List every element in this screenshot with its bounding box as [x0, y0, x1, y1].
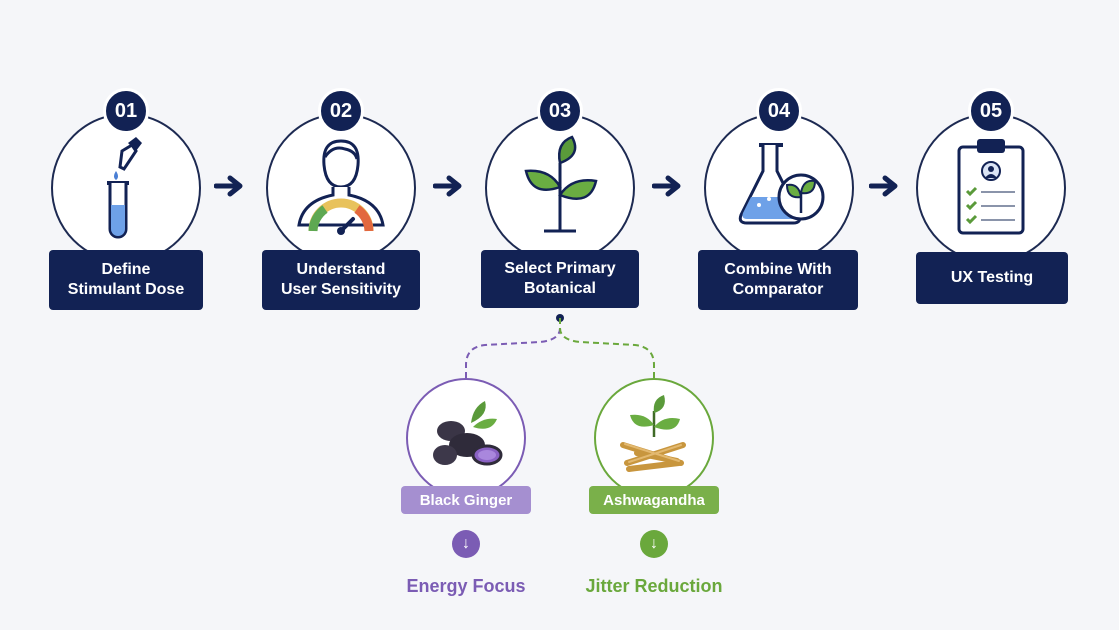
step-number: 01 [103, 88, 149, 134]
step-number: 04 [756, 88, 802, 134]
step-label: UX Testing [916, 252, 1068, 304]
arrow-right-icon [869, 175, 898, 197]
flask-leaf-icon [738, 143, 825, 225]
step-label: Understand User Sensitivity [262, 250, 420, 310]
branch-outcome: Energy Focus [406, 576, 526, 596]
step-4: 04 Combine With Comparator [694, 80, 864, 320]
arrow-right-icon [433, 175, 462, 197]
ashwagandha-root-icon [620, 395, 686, 472]
step-number: 03 [537, 88, 583, 134]
branch-circle [594, 378, 714, 498]
branch-name: Black Ginger [401, 486, 531, 514]
clipboard-checklist-icon [957, 139, 1025, 235]
branch-black-ginger: Black Ginger ↓ Energy Focus [386, 378, 546, 618]
person-gauge-icon [297, 139, 385, 235]
arrow-right-icon [214, 175, 243, 197]
step-number: 02 [318, 88, 364, 134]
arrow-down-icon: ↓ [640, 530, 668, 558]
step-3: 03 Select Primary Botanical [475, 80, 645, 320]
branch-ashwagandha: Ashwagandha ↓ Jitter Reduction [574, 378, 734, 618]
black-ginger-root-icon [433, 401, 503, 466]
step-1: 01 Define Stimulant Dose [41, 80, 211, 320]
branch-outcome: Jitter Reduction [585, 576, 723, 596]
plant-sprout-icon [524, 135, 598, 233]
step-number: 05 [968, 88, 1014, 134]
step-label: Select Primary Botanical [481, 250, 639, 308]
test-tube-dropper-icon [107, 137, 142, 239]
arrow-right-icon [652, 175, 681, 197]
step-2: 02 Understand User Sensitivity [256, 80, 426, 320]
step-5: 05 UX Testing [906, 80, 1076, 320]
branch-name: Ashwagandha [589, 486, 719, 514]
arrow-down-icon: ↓ [452, 530, 480, 558]
step-label: Define Stimulant Dose [49, 250, 203, 310]
step-label: Combine With Comparator [698, 250, 858, 310]
